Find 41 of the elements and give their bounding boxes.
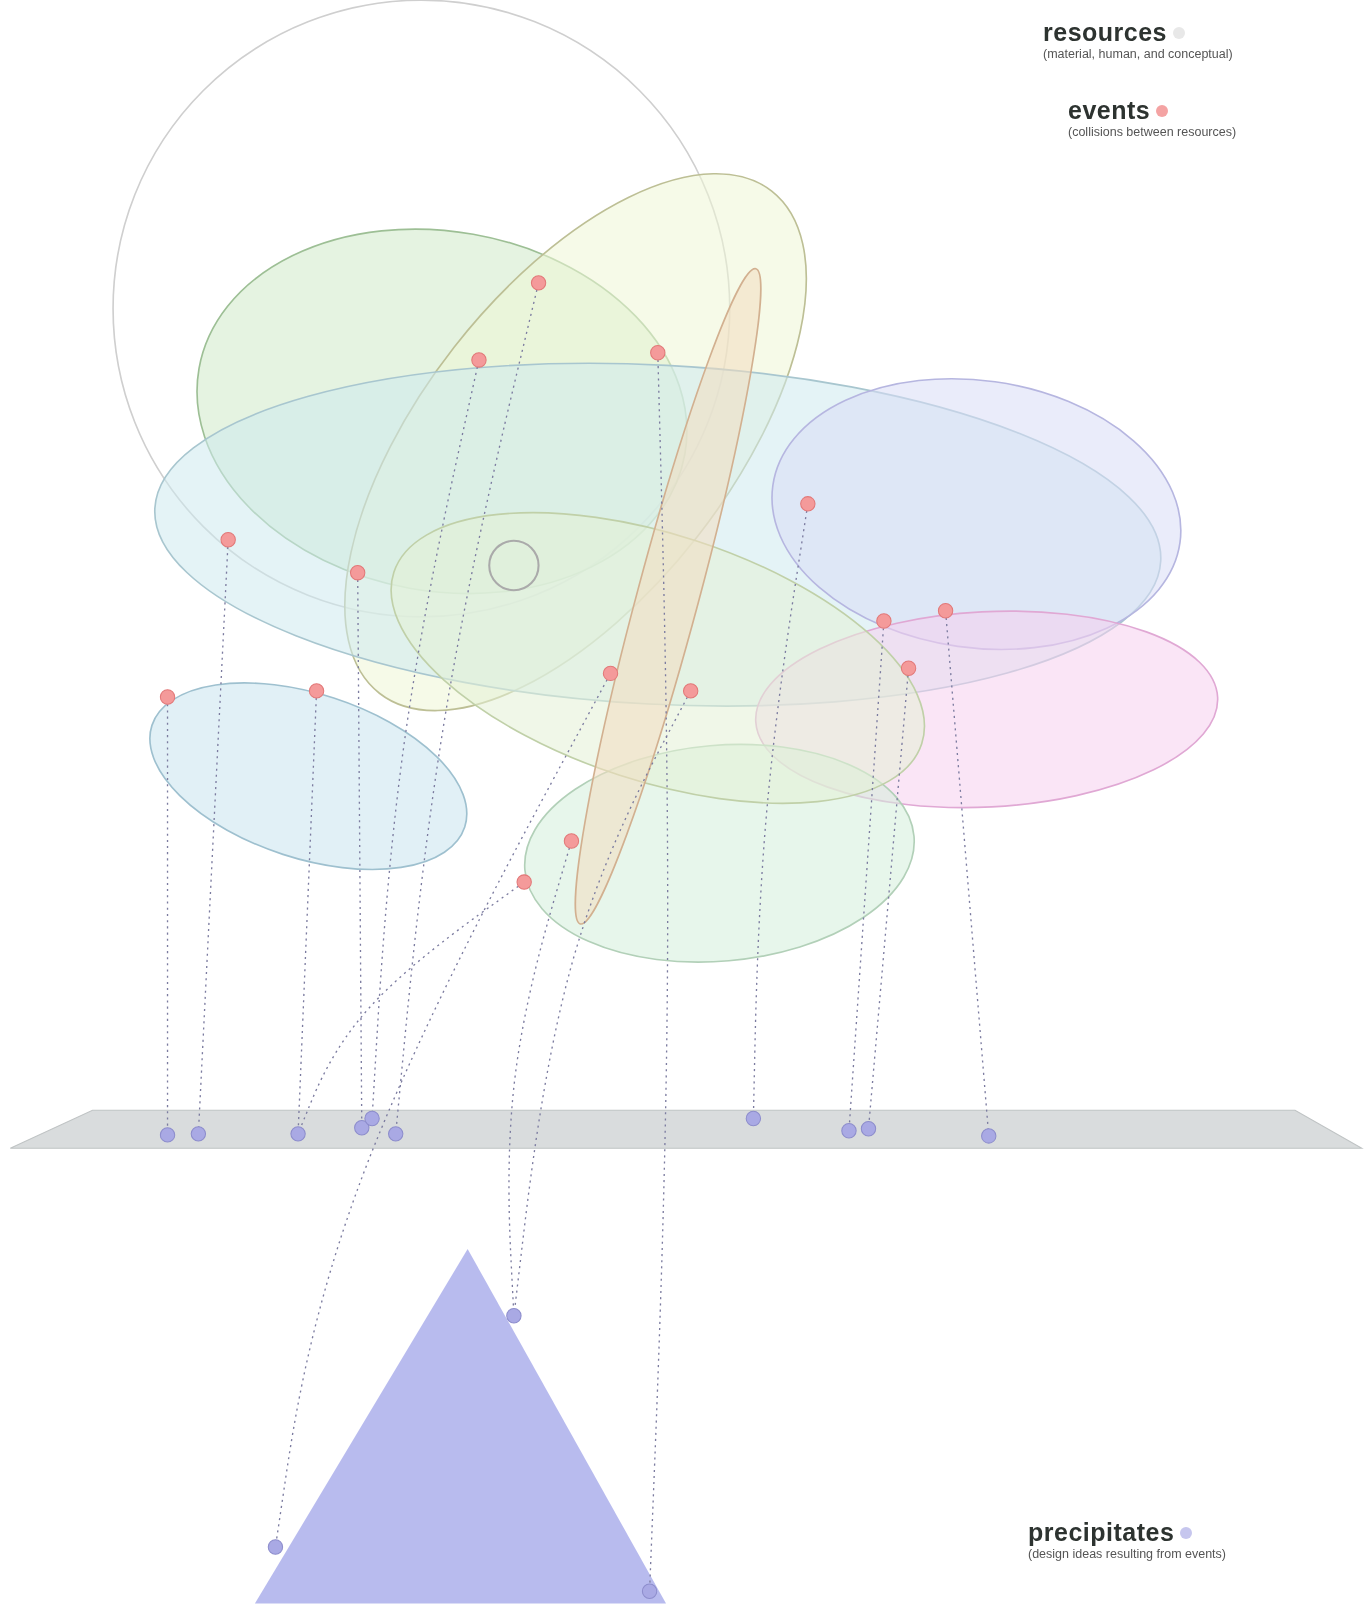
precipitate-dot <box>745 1110 762 1127</box>
legend-label: precipitates <box>1028 1518 1175 1547</box>
precipitate-dot <box>860 1121 877 1137</box>
dotted-connector <box>166 703 169 1129</box>
legend-description: (material, human, and conceptual) <box>1043 47 1233 61</box>
precipitate-dot <box>290 1126 306 1142</box>
event-dot <box>682 683 699 699</box>
event-dot <box>650 345 666 361</box>
precipitate-dot <box>354 1120 370 1136</box>
event-dot <box>937 603 954 619</box>
event-dot <box>900 660 917 676</box>
event-dot <box>308 683 325 699</box>
event-dot <box>876 613 892 629</box>
dotted-connector <box>300 885 519 1128</box>
event-dot <box>220 532 236 548</box>
dotted-connector <box>649 359 669 1585</box>
dotted-connector <box>297 697 317 1128</box>
dotted-connector <box>275 679 608 1541</box>
event-dot <box>530 275 547 291</box>
precipitate-dot <box>364 1110 380 1127</box>
precipitate-dot <box>190 1126 207 1142</box>
event-dot <box>516 874 532 890</box>
legend-description: (collisions between resources) <box>1068 125 1237 139</box>
precipitate-dot <box>506 1308 522 1324</box>
precipitate-dot <box>981 1128 997 1144</box>
legend-description: (design ideas resulting from events) <box>1028 1547 1226 1561</box>
event-dot <box>800 496 816 512</box>
legend-label: resources <box>1043 18 1168 47</box>
precipitate-dot <box>641 1583 658 1599</box>
precipitate-dot <box>267 1539 284 1555</box>
precipitate-dot <box>388 1126 404 1142</box>
dotted-connector <box>848 627 885 1125</box>
event-dot <box>159 689 176 705</box>
event-dot <box>349 565 366 581</box>
precipitate-dot <box>841 1123 857 1139</box>
legend-label: events <box>1068 96 1151 125</box>
event-dot <box>602 665 619 682</box>
dotted-connector <box>868 674 909 1123</box>
event-dot <box>471 352 487 368</box>
precipitate-dot <box>159 1127 176 1143</box>
event-dot <box>563 833 580 849</box>
